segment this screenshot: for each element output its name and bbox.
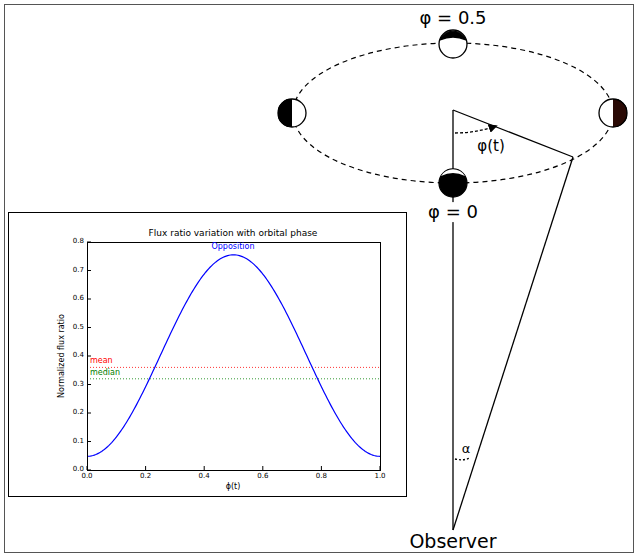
x-tick [204,466,205,470]
tick-label: 0.0 [81,473,92,481]
observer-label: Observer [409,531,496,552]
tick-label: 0.2 [73,409,84,417]
flux-chart [87,242,381,471]
y-tick [87,242,91,243]
axis-label: Normalized flux ratio [58,314,67,398]
tick-label: 0.5 [73,324,84,332]
phase-angle-label: φ(t) [475,138,506,155]
x-tick [145,466,146,470]
tick-label: 0.8 [73,238,84,246]
x-tick [321,466,322,470]
axis-label: ϕ(t) [226,483,241,492]
y-tick [87,470,91,471]
y-tick [87,384,91,385]
angle-label: α [462,442,471,456]
legend-note: mean [90,357,113,366]
y-tick [87,299,91,300]
chart-title: Flux ratio variation with orbital phase [149,229,318,239]
planet-phases [278,30,627,197]
y-tick [87,270,91,271]
phase-label: φ = 0.5 [417,8,488,28]
tick-label: 0.6 [257,473,268,481]
y-tick [87,413,91,414]
tick-label: 1.0 [374,473,385,481]
tick-label: 0.7 [73,267,84,275]
annotation: Opposition [211,243,254,252]
outer-frame [5,5,634,553]
x-tick [262,466,263,470]
x-tick [380,466,381,470]
tick-label: 0.3 [73,381,84,389]
phase-label: φ = 0 [426,202,480,222]
median-line [87,378,380,379]
tick-label: 0.4 [199,473,210,481]
legend-note: median [90,369,120,378]
tick-label: 0.4 [73,352,84,360]
x-tick [87,466,88,470]
tick-label: 0.2 [140,473,151,481]
tick-label: 0.6 [73,295,84,303]
geometry-lines [453,110,573,530]
y-tick [87,441,91,442]
tick-label: 0.8 [316,473,327,481]
tick-label: 0.1 [73,438,84,446]
y-tick [87,327,91,328]
flux-curve [87,255,380,456]
axes-box [88,243,381,471]
mean-line [87,367,380,368]
inset-frame [9,213,407,497]
